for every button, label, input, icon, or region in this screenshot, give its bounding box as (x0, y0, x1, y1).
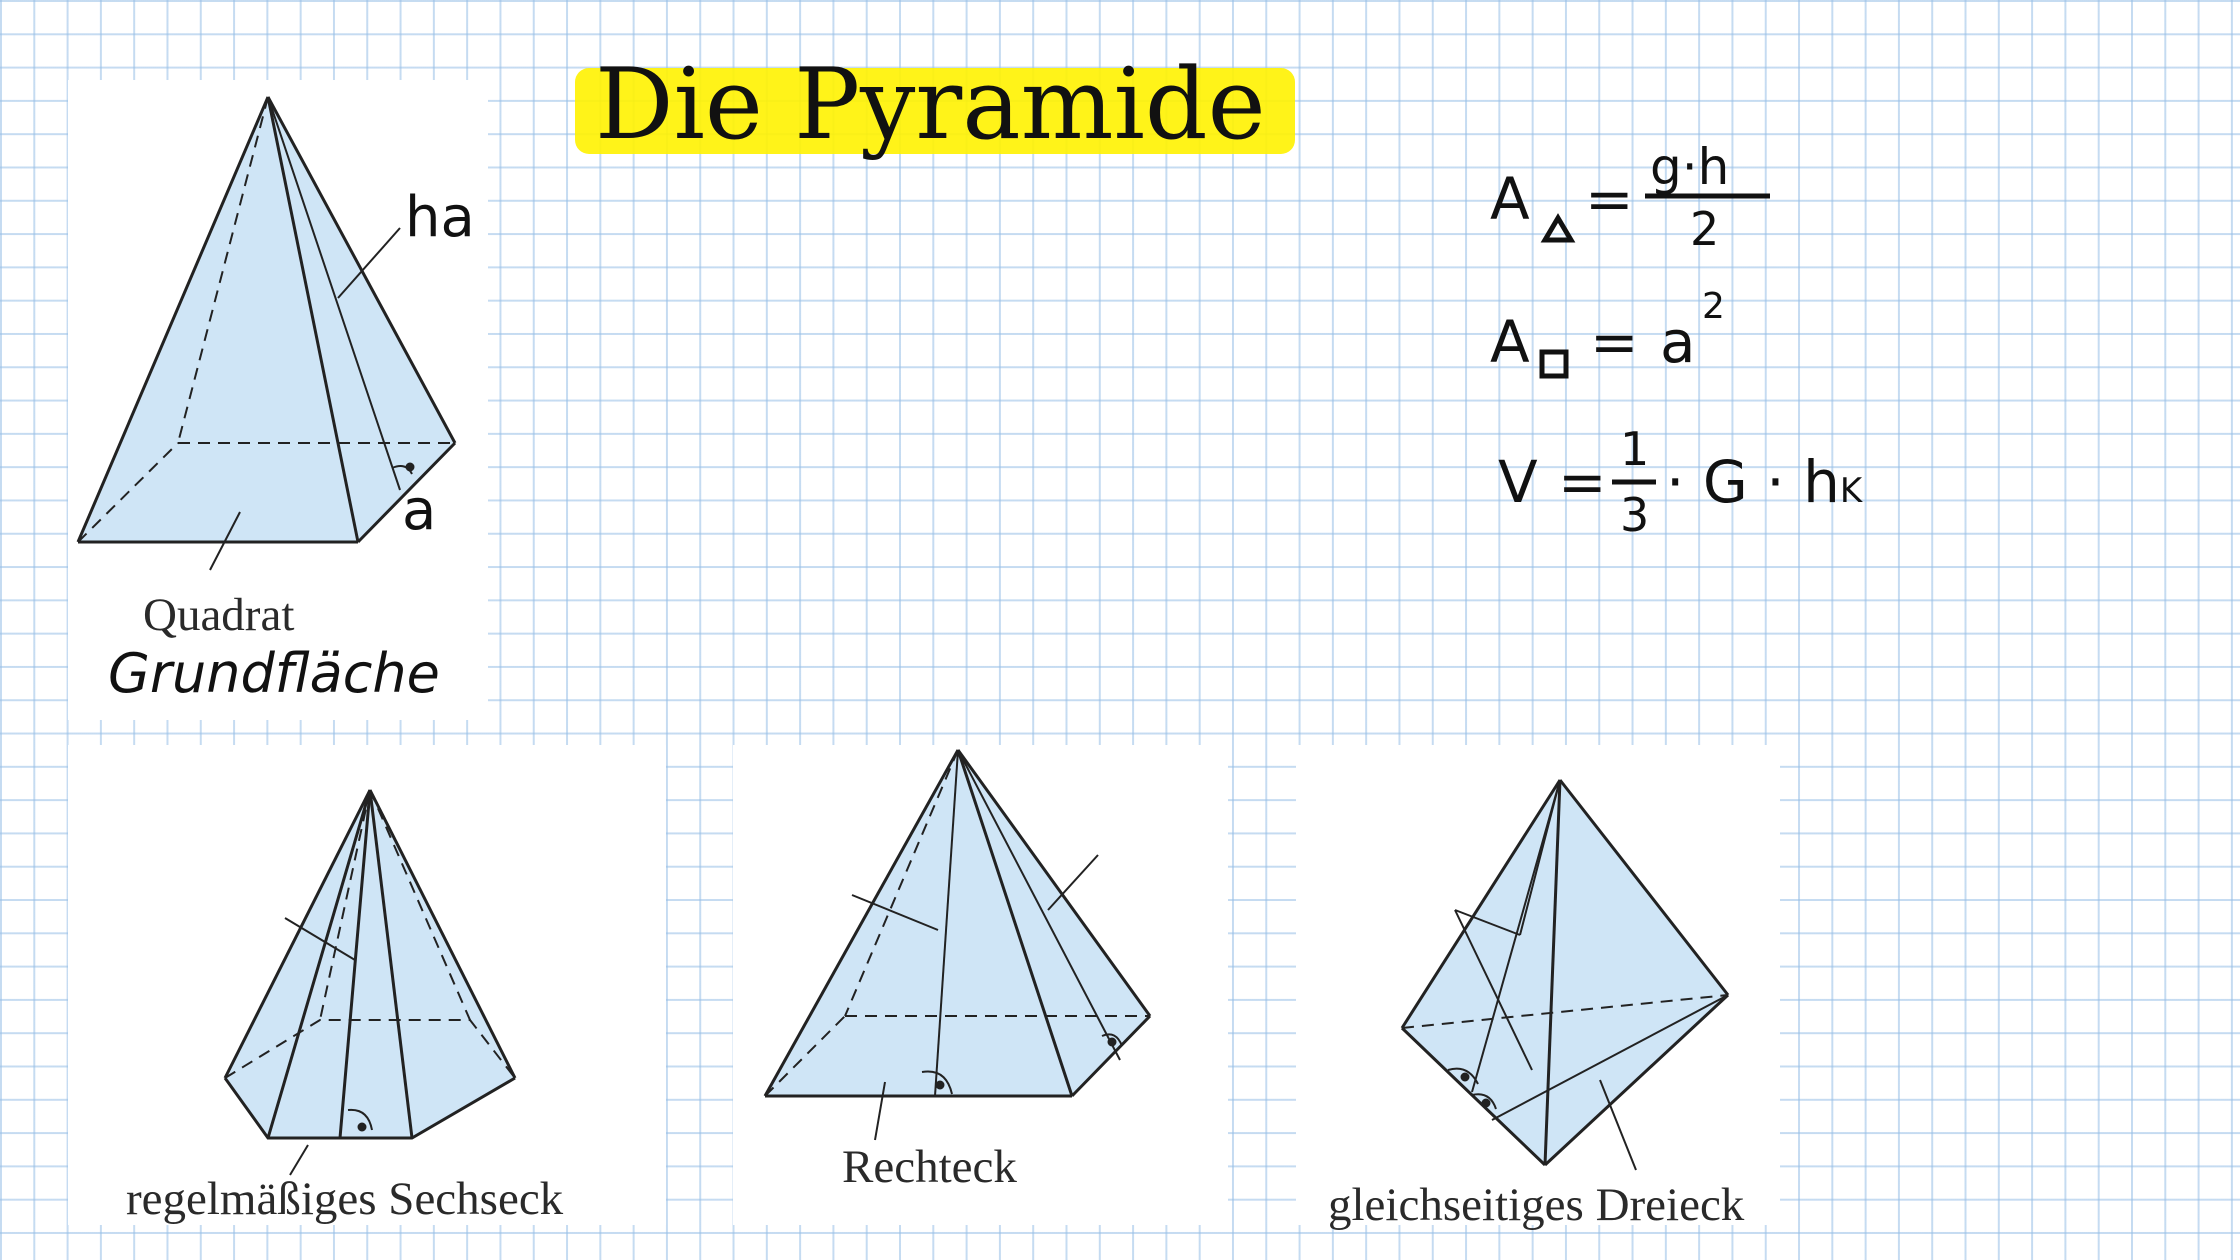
caption-dreieck: gleichseitiges Dreieck (1328, 1179, 1745, 1231)
volume-lhs: V (1498, 448, 1538, 516)
square-area-equals: = (1590, 308, 1639, 376)
volume-denominator: 3 (1620, 488, 1650, 542)
formula-volume: V = (1498, 448, 1607, 516)
square-pyramid (76, 96, 457, 571)
volume-rest: · G · hK (1666, 448, 1862, 516)
square-area-lhs: A (1490, 308, 1530, 376)
volume-subscript: K (1839, 471, 1863, 511)
volume-equals: = (1558, 448, 1607, 516)
formula-square-area: A = a 2 (1490, 286, 1725, 376)
title-block: Die Pyramide (575, 20, 1295, 190)
volume-rest-text: · G · h (1666, 448, 1840, 516)
rectangle-pyramid (763, 749, 1152, 1141)
formula-decorations (1539, 193, 1770, 485)
square-area-base: a (1660, 308, 1696, 376)
volume-numerator: 1 (1620, 422, 1650, 476)
title-highlight (575, 68, 1295, 154)
caption-rechteck: Rechteck (842, 1141, 1017, 1193)
triangle-pyramid (1400, 779, 1730, 1171)
triangle-area-denominator: 2 (1690, 202, 1720, 256)
label-ha: ha (405, 185, 475, 250)
label-a: a (402, 478, 437, 543)
triangle-area-numerator: g·h (1650, 138, 1730, 196)
triangle-area-equals: = (1585, 165, 1634, 233)
hexagon-pyramid (223, 789, 517, 1176)
formula-triangle-area: A = (1490, 165, 1634, 233)
page-title: Die Pyramide (595, 48, 1266, 162)
caption-grundflaeche: Grundfläche (108, 642, 440, 705)
caption-quadrat: Quadrat (143, 589, 295, 641)
triangle-area-lhs: A (1490, 165, 1530, 233)
square-area-exponent: 2 (1702, 286, 1725, 327)
caption-sechseck: regelmäßiges Sechseck (126, 1173, 564, 1225)
